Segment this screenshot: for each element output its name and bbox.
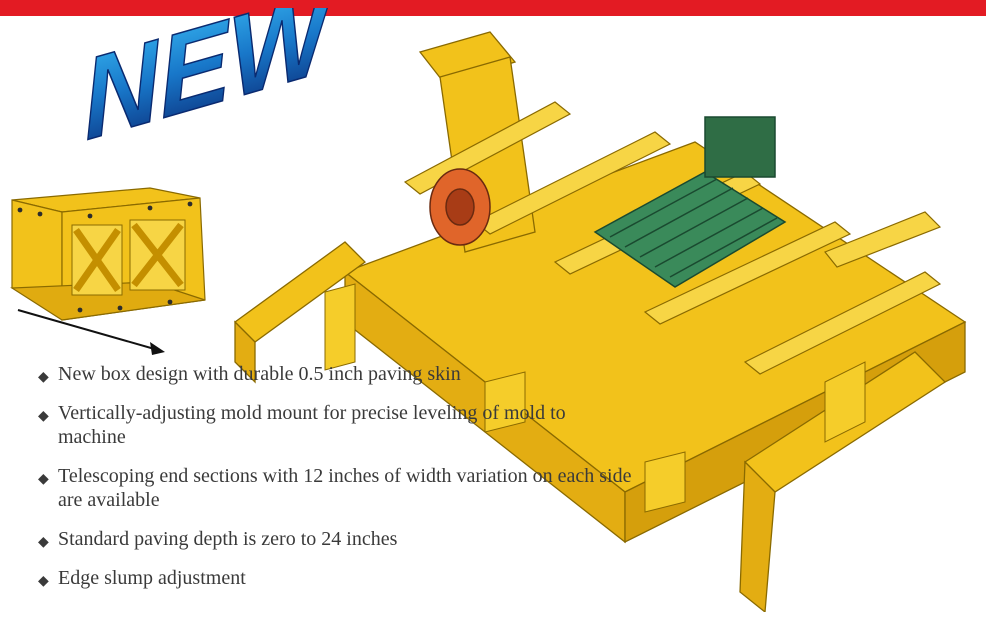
diamond-bullet-icon: ◆ bbox=[38, 535, 49, 550]
feature-item: ◆ Vertically-adjusting mold mount for pr… bbox=[36, 401, 658, 449]
diamond-bullet-icon: ◆ bbox=[38, 409, 49, 424]
feature-text: Vertically-adjusting mold mount for prec… bbox=[58, 402, 566, 448]
diamond-bullet-icon: ◆ bbox=[38, 472, 49, 487]
diamond-bullet-icon: ◆ bbox=[38, 574, 49, 589]
mold-box-section-illustration bbox=[10, 187, 206, 355]
diamond-bullet-icon: ◆ bbox=[38, 370, 49, 385]
feature-text: New box design with durable 0.5 inch pav… bbox=[58, 363, 461, 385]
feature-text: Edge slump adjustment bbox=[58, 567, 246, 589]
feature-item: ◆ New box design with durable 0.5 inch p… bbox=[36, 362, 676, 386]
header-red-bar bbox=[0, 0, 986, 16]
paving-mold-illustration bbox=[234, 31, 967, 612]
feature-item: ◆ Standard paving depth is zero to 24 in… bbox=[36, 527, 676, 551]
feature-list: ◆ New box design with durable 0.5 inch p… bbox=[36, 362, 676, 605]
new-logo: NEW bbox=[78, 8, 341, 158]
feature-item: ◆ Edge slump adjustment bbox=[36, 566, 676, 590]
feature-text: Standard paving depth is zero to 24 inch… bbox=[58, 528, 398, 550]
feature-text: Telescoping end sections with 12 inches … bbox=[58, 465, 632, 511]
feature-item: ◆ Telescoping end sections with 12 inche… bbox=[36, 464, 676, 512]
